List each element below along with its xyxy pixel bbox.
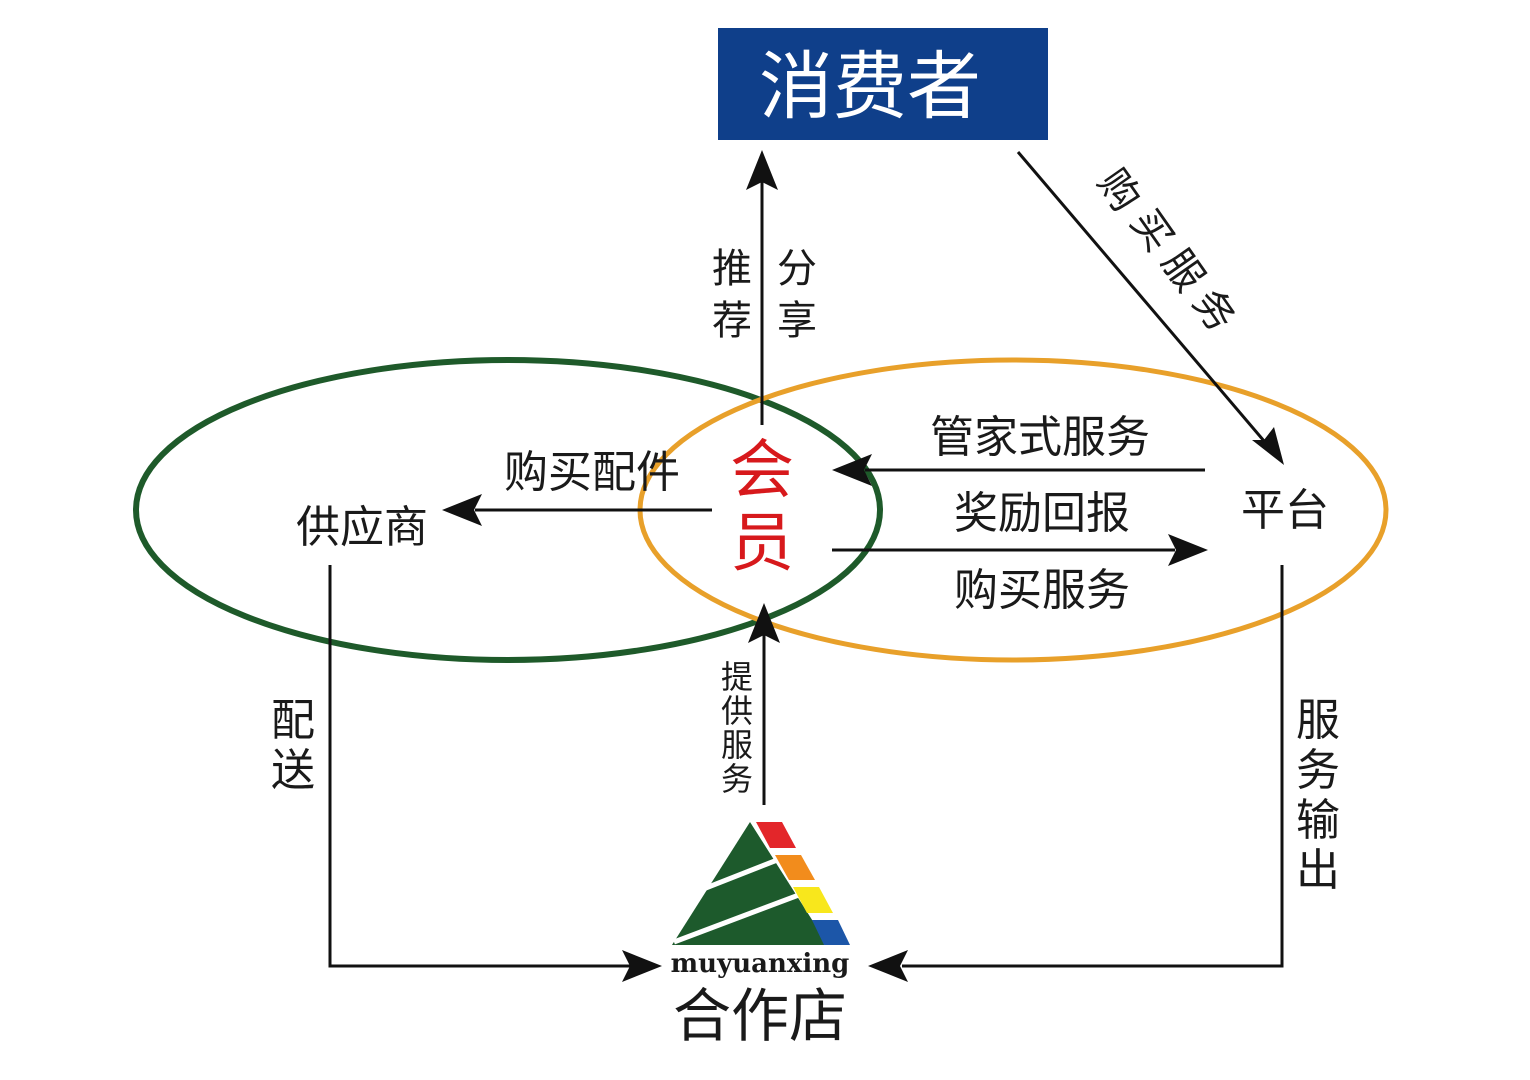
provide-service-char-3: 服 bbox=[721, 726, 753, 764]
service-output-char-1: 服 bbox=[1296, 695, 1340, 746]
consumer-buy-service-char-1: 购 bbox=[1088, 161, 1149, 220]
arrowhead-platform-to-store bbox=[868, 950, 908, 982]
arrowhead-supplier-to-store bbox=[622, 950, 662, 982]
service-output-char-2: 务 bbox=[1296, 745, 1340, 796]
service-output-char-3: 输 bbox=[1296, 795, 1340, 846]
provide-service-char-2: 供 bbox=[721, 692, 753, 730]
provide-service-char-4: 务 bbox=[721, 760, 753, 798]
consumer-buy-service-char-2: 买 bbox=[1121, 201, 1182, 260]
buy-parts-label: 购买配件 bbox=[504, 447, 680, 498]
delivery-char-2: 送 bbox=[271, 745, 315, 796]
member-char-2: 员 bbox=[730, 507, 794, 581]
butler-service-label: 管家式服务 bbox=[930, 412, 1150, 463]
arrowhead-to-member-left bbox=[832, 454, 872, 486]
consumer-box bbox=[718, 28, 1048, 140]
logo-wordmark: muyuanxing bbox=[671, 949, 850, 979]
member-buy-service-label: 购买服务 bbox=[954, 565, 1130, 616]
logo-stripe-yellow bbox=[793, 887, 833, 913]
recommend-char-2: 荐 bbox=[712, 298, 752, 344]
logo-stripe-orange bbox=[775, 855, 815, 880]
logo-triangle-icon bbox=[672, 822, 828, 945]
arrowhead-to-supplier bbox=[442, 494, 482, 526]
delivery-char-1: 配 bbox=[271, 695, 315, 746]
logo-stripe-blue bbox=[812, 920, 850, 945]
partner-store-label: 合作店 bbox=[673, 982, 847, 1050]
consumer-buy-service-char-3: 服 bbox=[1152, 241, 1213, 300]
consumer-label: 消费者 bbox=[759, 44, 981, 130]
reward-label: 奖励回报 bbox=[954, 488, 1130, 539]
arrow-supplier-to-store bbox=[328, 565, 630, 968]
supplier-label: 供应商 bbox=[296, 502, 428, 553]
arrowhead-to-platform-right bbox=[1168, 534, 1208, 566]
arrowhead-to-platform bbox=[1252, 427, 1284, 465]
provide-service-char-1: 提 bbox=[721, 658, 753, 696]
arrowhead-store-to-member bbox=[748, 603, 780, 643]
arrow-platform-to-store bbox=[902, 565, 1284, 968]
recommend-char-1: 推 bbox=[712, 246, 752, 292]
arrow-consumer-to-platform bbox=[1016, 151, 1272, 449]
share-char-1: 分 bbox=[777, 246, 817, 292]
share-char-2: 享 bbox=[777, 298, 817, 344]
member-char-1: 会 bbox=[730, 434, 794, 508]
arrowhead-to-consumer bbox=[746, 150, 778, 190]
logo-stripe-red bbox=[756, 822, 796, 848]
supplier-circle bbox=[133, 357, 883, 663]
service-output-char-4: 出 bbox=[1296, 845, 1340, 896]
platform-label: 平台 bbox=[1241, 485, 1329, 536]
consumer-buy-service-char-4: 务 bbox=[1183, 281, 1244, 340]
muyuanxing-logo: muyuanxing bbox=[671, 822, 850, 979]
